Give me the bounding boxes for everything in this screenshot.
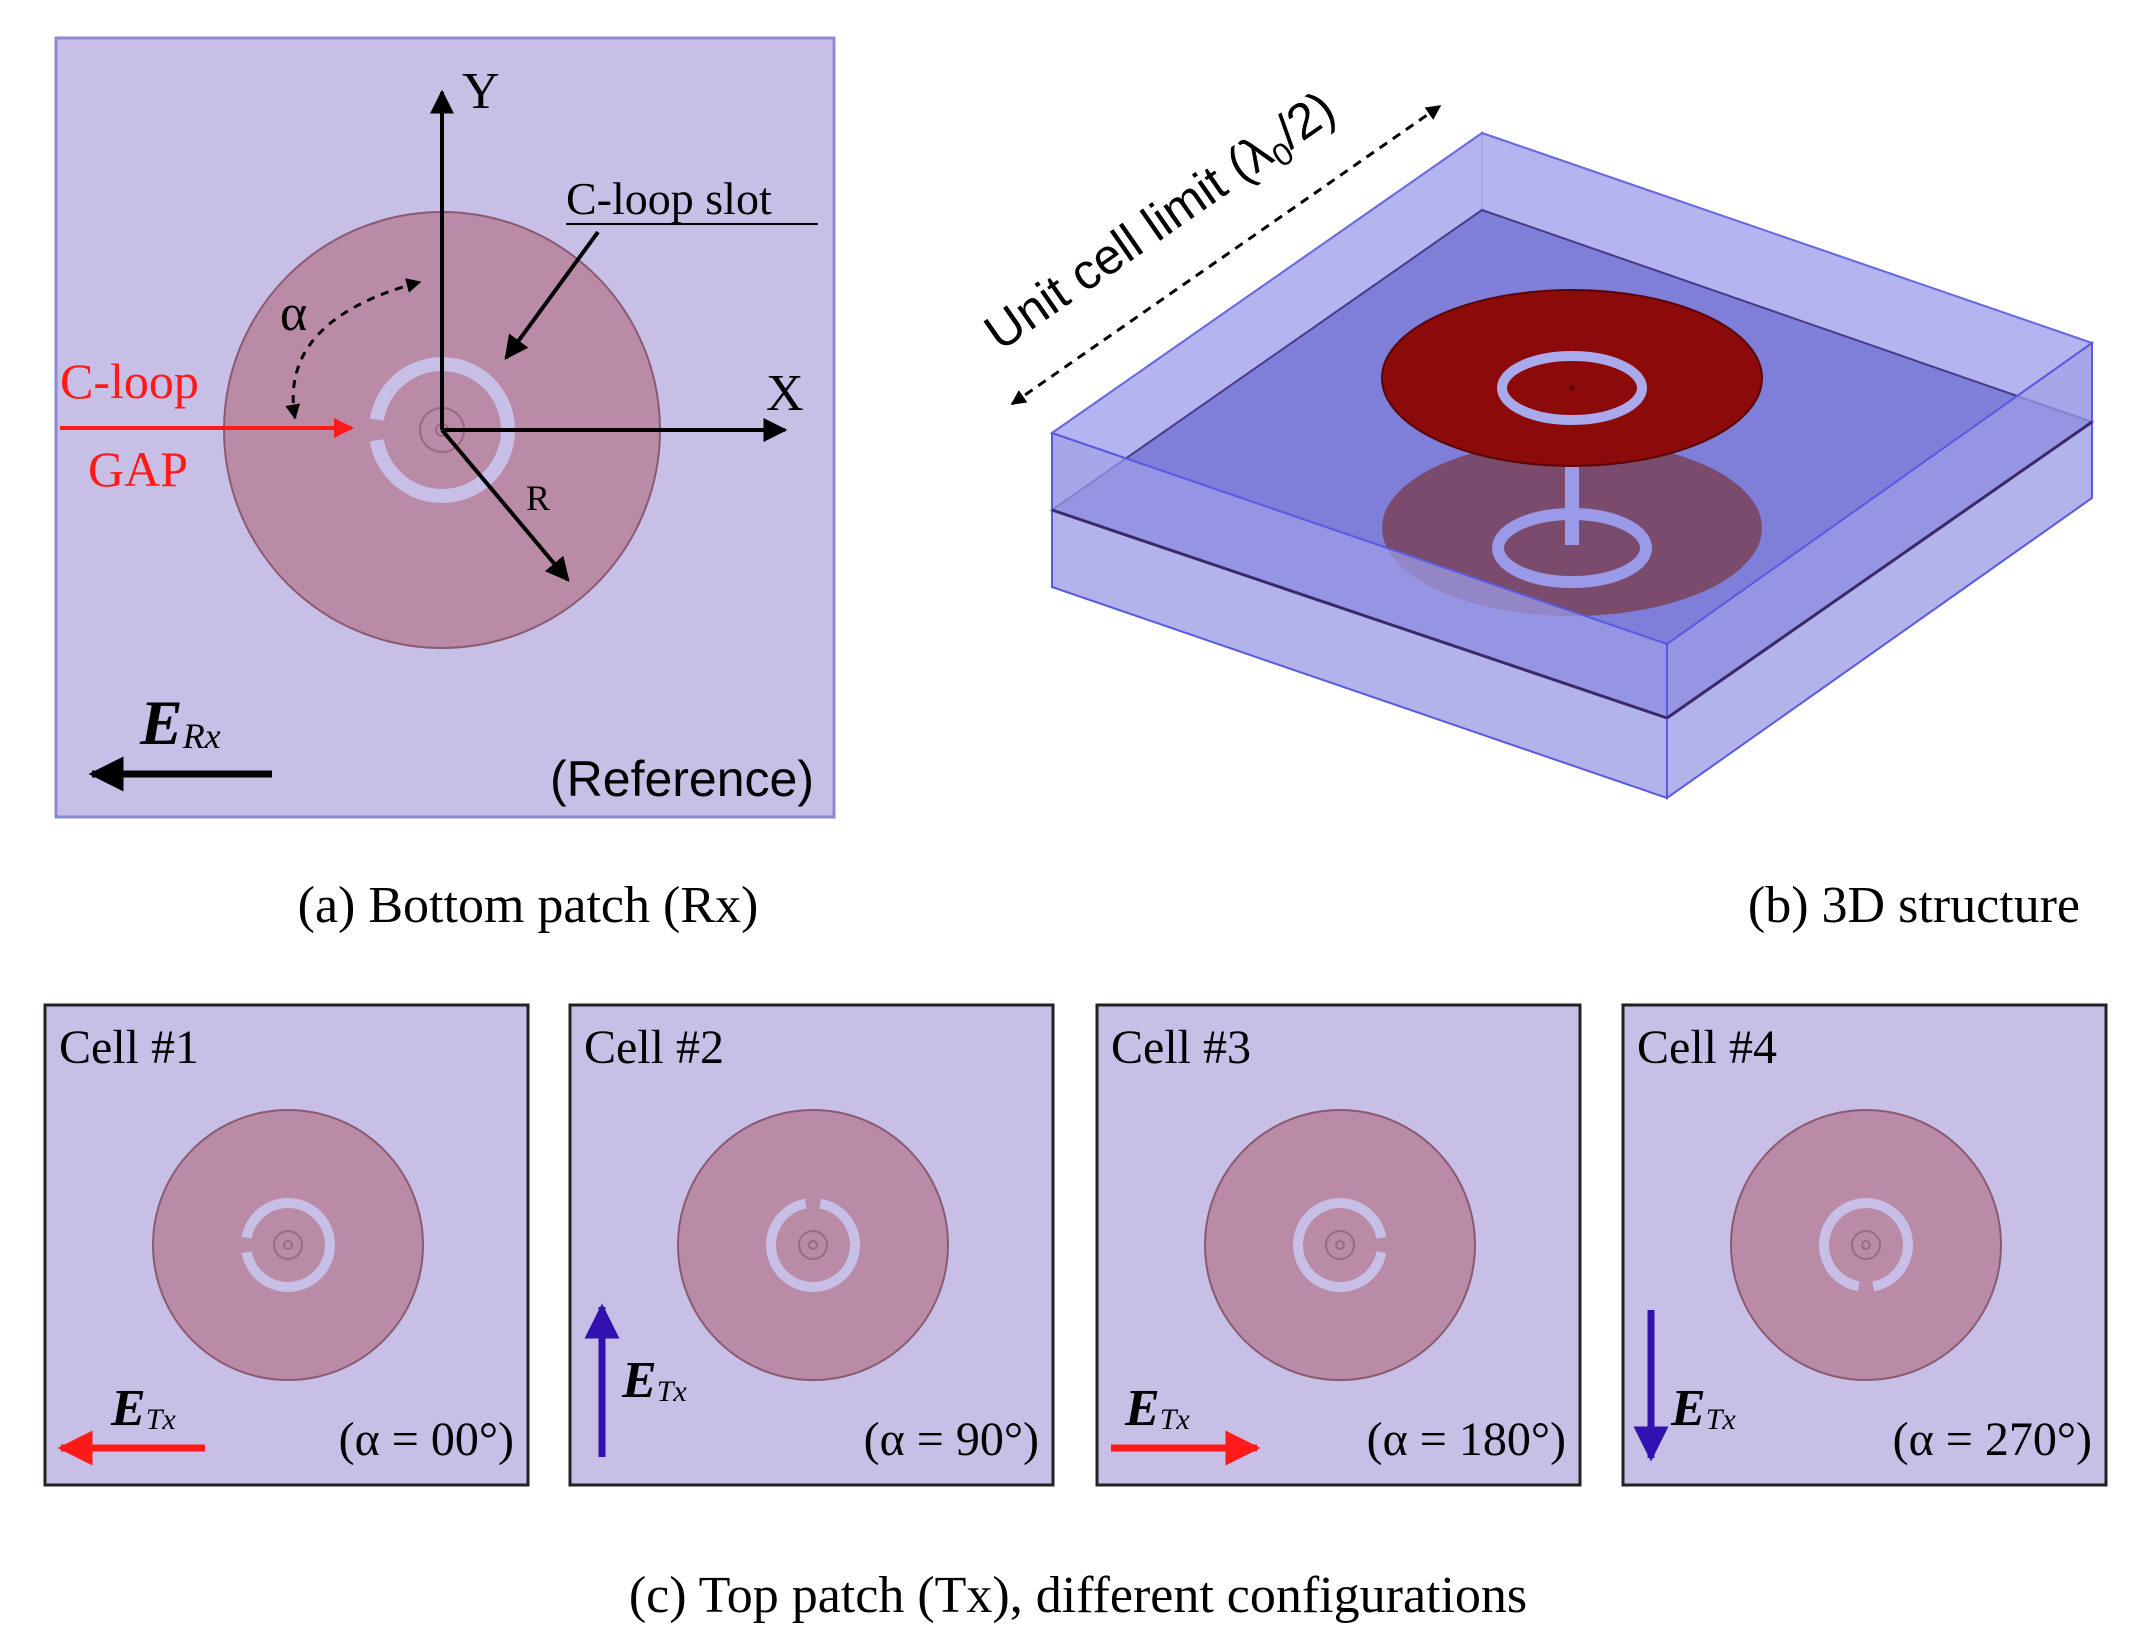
cell-patch-disc (1204, 1109, 1476, 1381)
cell-patch-disc (152, 1109, 424, 1381)
panel-a-gap-label-2: GAP (88, 441, 188, 497)
cell-cloop-slot (1819, 1198, 1913, 1292)
panel-a-x-label: X (766, 365, 804, 422)
cell-via-inner (1335, 1240, 1345, 1250)
box-top-patch (1381, 289, 1763, 467)
cell-via-inner (283, 1240, 293, 1250)
cell-3: Cell #3 (α = 180°) ETx (1095, 1003, 1582, 1487)
box-top-via (1569, 385, 1575, 391)
box-top-cloop (1497, 351, 1647, 425)
panel-a-alpha-arc (285, 278, 422, 420)
panel-a-reference-label: (Reference) (550, 751, 814, 807)
cell-cloop-slot (1293, 1198, 1387, 1292)
cell-title: Cell #4 (1637, 1021, 1777, 1074)
box-front-left-separator (1051, 508, 1668, 720)
panel-a-slot-label: C-loop slot (566, 173, 772, 224)
panel-a-radius-arrow (440, 428, 570, 582)
cell-patch-disc (677, 1109, 949, 1381)
cell-patch-disc (1730, 1109, 2002, 1381)
cell-title: Cell #3 (1111, 1021, 1251, 1074)
panel-a-slot-pointer (504, 230, 600, 360)
panel-b-dimension-arrow (1010, 104, 1442, 406)
panel-b-caption: (b) 3D structure (1748, 877, 2080, 934)
box-front-right-separator (1666, 420, 2093, 720)
cell-angle-label: (α = 90°) (864, 1413, 1039, 1466)
cell-cloop-slot (766, 1198, 860, 1292)
cell-title: Cell #2 (584, 1021, 724, 1074)
cell-via-inner (808, 1240, 818, 1250)
cell-via-outer (1851, 1230, 1881, 1260)
cell-via-outer (1325, 1230, 1355, 1260)
panel-a-alpha-label: α (280, 285, 307, 342)
panel-a-caption: (a) Bottom patch (Rx) (298, 877, 759, 934)
cell-field-label: ETx (110, 1380, 176, 1437)
cell-via-outer (798, 1230, 828, 1260)
cell-cloop-slot (241, 1198, 335, 1292)
panel-c-caption: (c) Top patch (Tx), different configurat… (629, 1567, 1527, 1624)
panel-b-3d-structure: Unit cell limit (λ0/2) (974, 80, 2095, 800)
cell-field-label: ETx (1670, 1380, 1736, 1437)
cell-2: Cell #2 (α = 90°) ETx (568, 1003, 1055, 1487)
cell-angle-label: (α = 00°) (339, 1413, 514, 1466)
cell-4: Cell #4 (α = 270°) ETx (1621, 1003, 2108, 1487)
panel-a-bottom-patch: Y X R α C-loop slot C-loop GAP ERx (Refe… (54, 36, 836, 819)
cell-angle-label: (α = 180°) (1367, 1413, 1566, 1466)
panel-a-gap-label-1: C-loop (60, 353, 199, 409)
cell-field-label: ETx (621, 1352, 687, 1409)
cell-via-inner (1861, 1240, 1871, 1250)
panel-a-radius-label: R (526, 478, 550, 518)
panel-a-y-label: Y (462, 63, 500, 120)
panel-a-field-label: ERx (139, 687, 221, 758)
cell-1: Cell #1 (α = 00°) ETx (43, 1003, 530, 1487)
cell-angle-label: (α = 270°) (1893, 1413, 2092, 1466)
cell-via-outer (273, 1230, 303, 1260)
cell-title: Cell #1 (59, 1021, 199, 1074)
cell-field-label: ETx (1124, 1380, 1190, 1437)
